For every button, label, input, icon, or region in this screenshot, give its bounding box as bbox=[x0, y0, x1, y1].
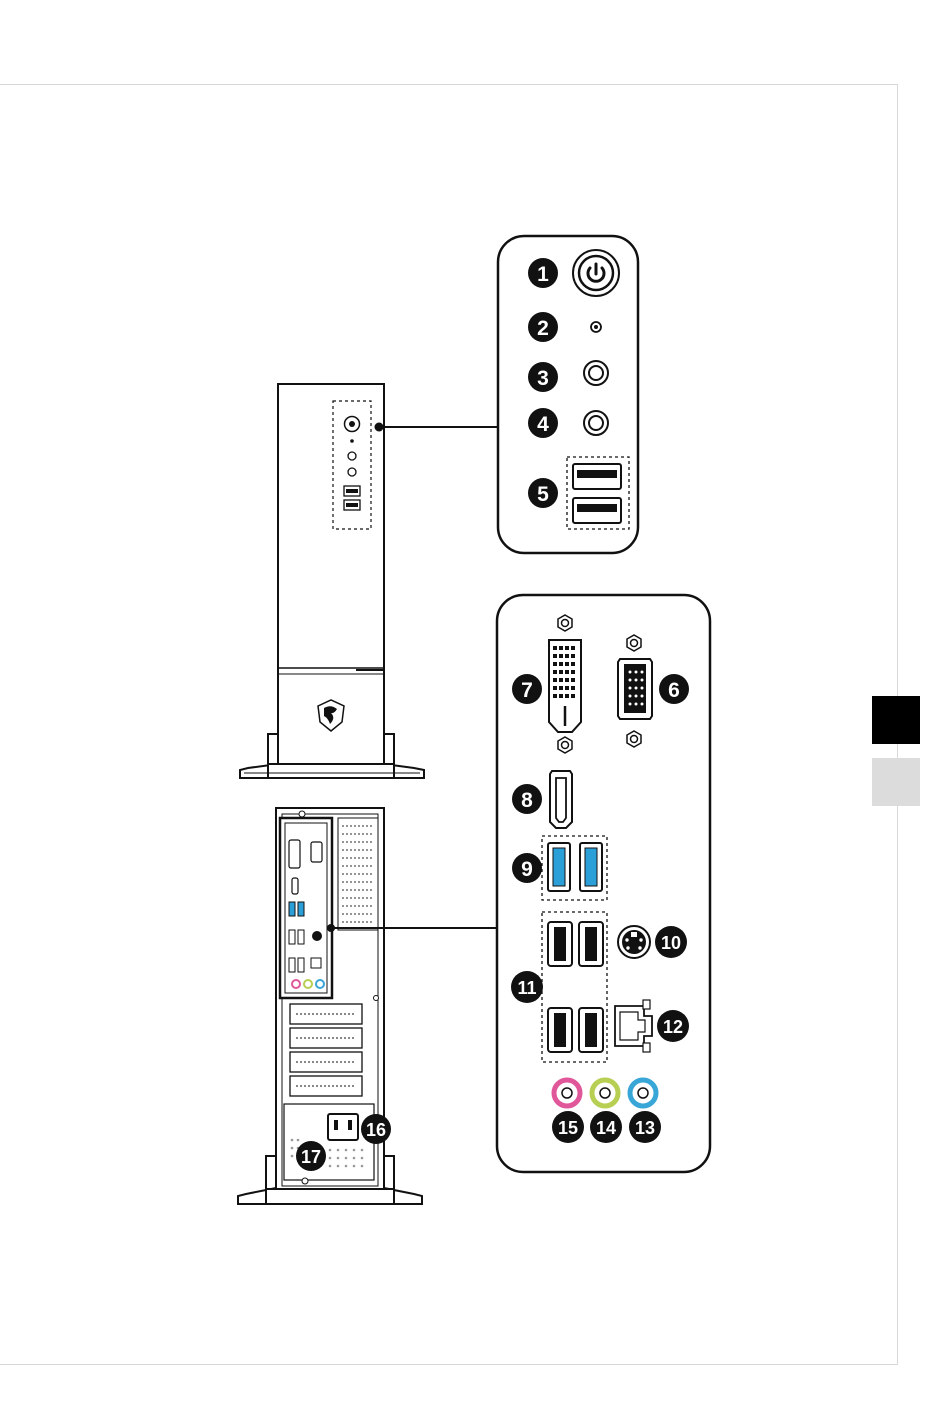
badge-13-text: 13 bbox=[635, 1118, 655, 1138]
line-in-jack-blue bbox=[630, 1080, 656, 1106]
badge-16-text: 16 bbox=[366, 1120, 386, 1140]
badge-2: 2 bbox=[528, 312, 558, 342]
badge-15: 15 bbox=[552, 1111, 584, 1143]
badge-9: 9 bbox=[512, 853, 542, 883]
badge-9-text: 9 bbox=[521, 858, 533, 881]
line-out-jack-pink bbox=[554, 1080, 580, 1106]
badge-7: 7 bbox=[512, 674, 542, 704]
badge-10-text: 10 bbox=[661, 933, 681, 953]
power-button bbox=[573, 250, 619, 296]
badge-14: 14 bbox=[590, 1111, 622, 1143]
badge-1: 1 bbox=[528, 258, 558, 288]
badge-15-text: 15 bbox=[558, 1118, 578, 1138]
badge-2-text: 2 bbox=[537, 317, 549, 340]
microphone-jack bbox=[584, 411, 608, 435]
badge-10: 10 bbox=[655, 926, 687, 958]
rear-view-tower: 16 17 bbox=[238, 808, 422, 1204]
headphone-jack bbox=[584, 361, 608, 385]
badge-6-text: 6 bbox=[668, 679, 680, 702]
badge-3-text: 3 bbox=[537, 367, 549, 390]
badge-8: 8 bbox=[512, 784, 542, 814]
badge-17-text: 17 bbox=[301, 1147, 321, 1167]
rear-io-callout: 6 7 8 9 10 11 12 13 14 15 bbox=[497, 595, 710, 1172]
hdmi-port bbox=[550, 771, 572, 828]
front-panel-callout: 1 2 3 4 5 bbox=[498, 236, 638, 553]
badge-8-text: 8 bbox=[521, 789, 533, 812]
ps2-port bbox=[618, 926, 650, 958]
badge-6: 6 bbox=[659, 674, 689, 704]
badge-3: 3 bbox=[528, 362, 558, 392]
badge-12-text: 12 bbox=[663, 1017, 683, 1037]
badge-13: 13 bbox=[629, 1111, 661, 1143]
badge-1-text: 1 bbox=[537, 263, 549, 286]
hdd-led bbox=[591, 322, 601, 332]
badge-16: 16 bbox=[361, 1114, 391, 1144]
badge-12: 12 bbox=[657, 1010, 689, 1042]
badge-17: 17 bbox=[296, 1141, 326, 1171]
front-view-tower bbox=[240, 384, 424, 778]
badge-4-text: 4 bbox=[537, 413, 549, 436]
badge-11-text: 11 bbox=[517, 978, 536, 998]
badge-5: 5 bbox=[528, 478, 558, 508]
badge-11: 11 bbox=[511, 971, 543, 1003]
badge-7-text: 7 bbox=[521, 679, 533, 702]
badge-14-text: 14 bbox=[596, 1118, 616, 1138]
line-out-jack-green bbox=[592, 1080, 618, 1106]
lan-port bbox=[615, 1000, 652, 1052]
badge-4: 4 bbox=[528, 408, 558, 438]
front-power-button-small bbox=[345, 417, 360, 432]
badge-5-text: 5 bbox=[537, 483, 549, 506]
